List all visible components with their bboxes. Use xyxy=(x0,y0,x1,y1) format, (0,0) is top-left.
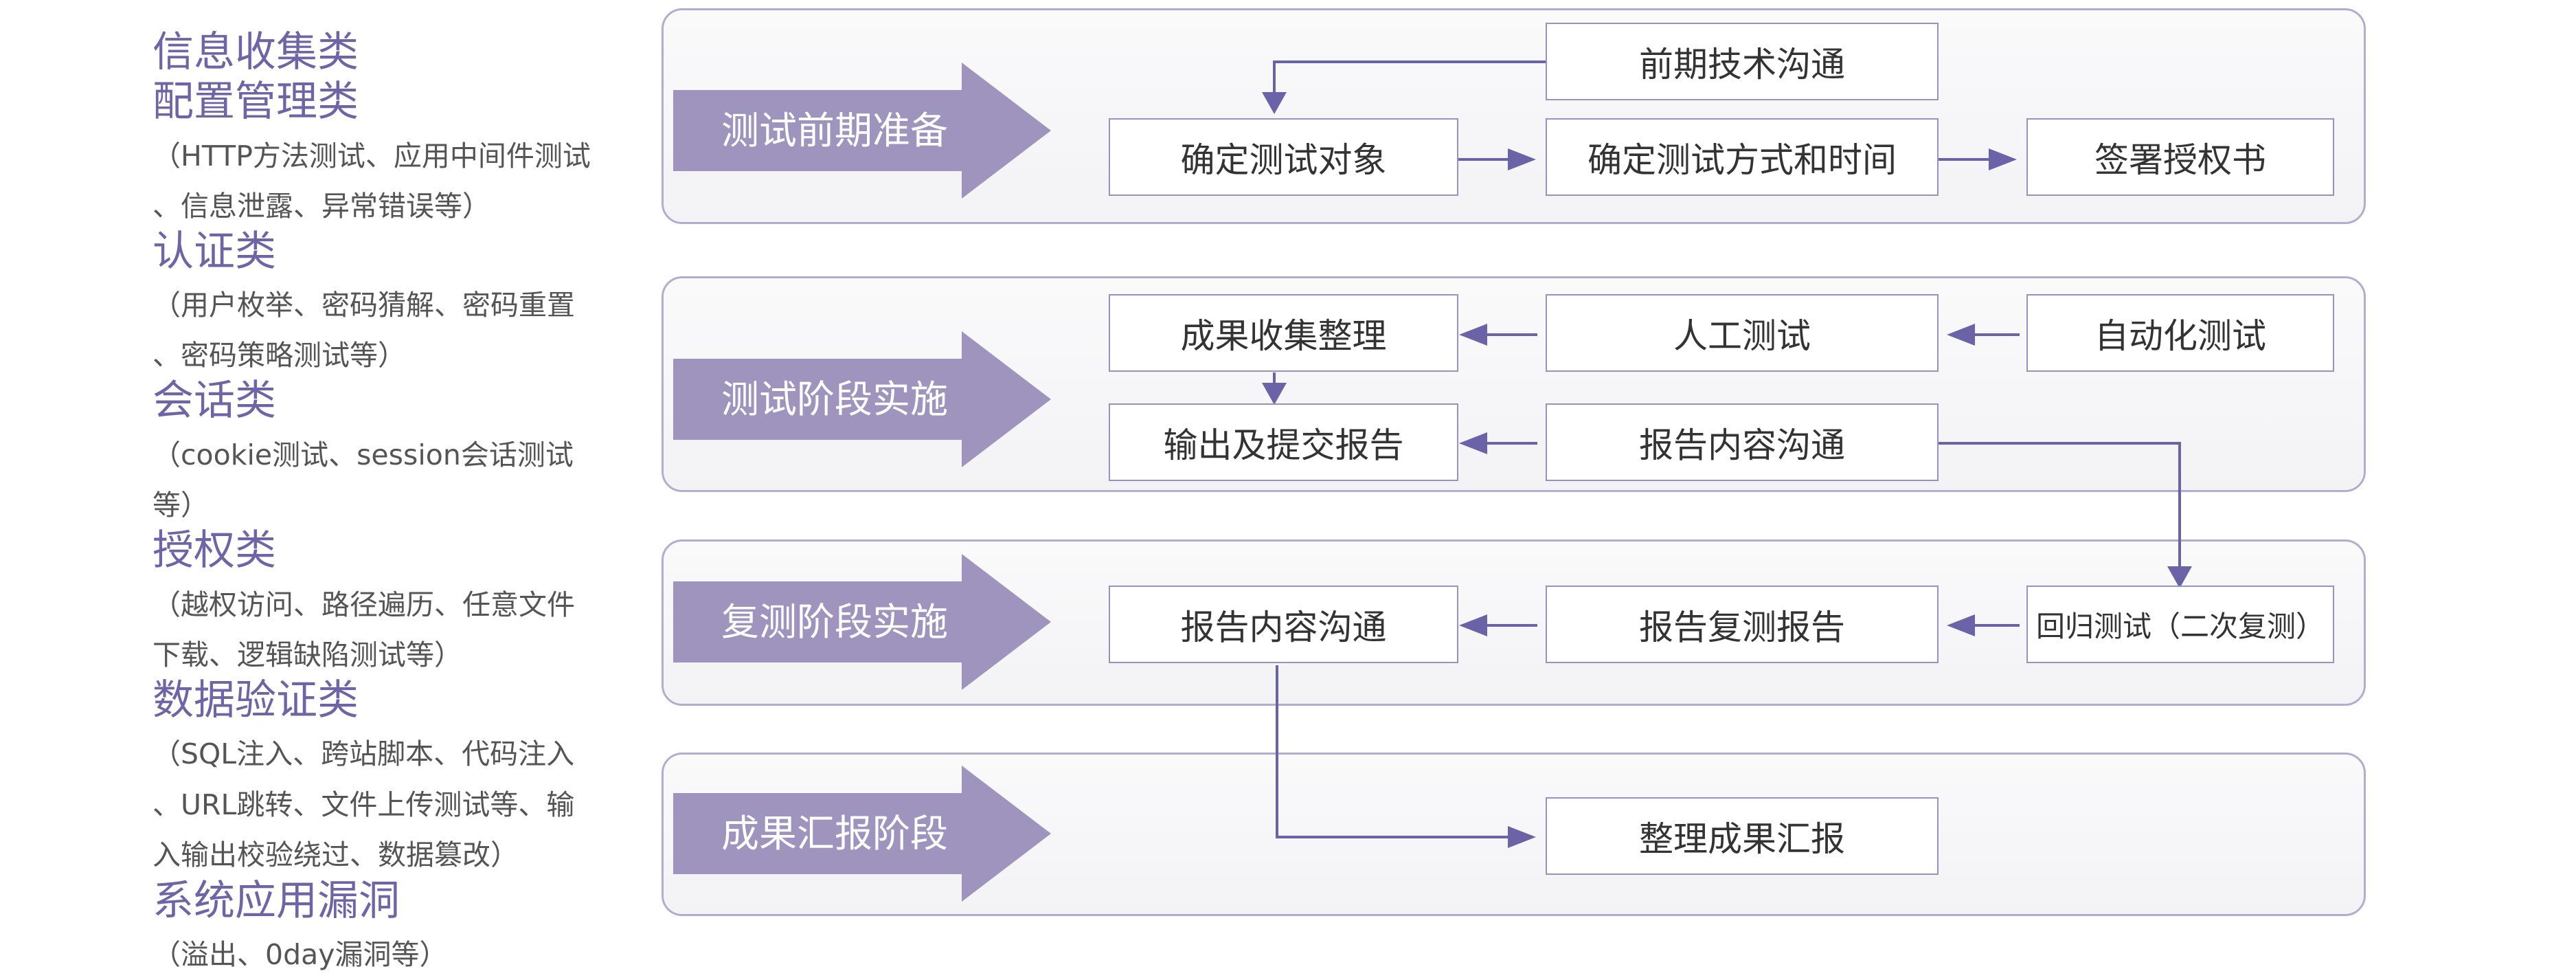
category-title: 数据验证类 xyxy=(152,676,359,724)
category-title: 会话类 xyxy=(152,377,276,425)
box-report-communication-retest: 报告内容沟通 xyxy=(1109,586,1458,663)
category-desc: 等） xyxy=(152,489,209,522)
category-desc: （SQL注入、跨站脚本、代码注入 xyxy=(152,737,575,770)
category-title: 授权类 xyxy=(152,526,276,575)
category-desc: （越权访问、路径遍历、任意文件 xyxy=(152,588,575,621)
box-final-report: 整理成果汇报 xyxy=(1546,797,1939,875)
stage-arrow-report xyxy=(673,766,1051,902)
box-retest-report: 报告复测报告 xyxy=(1546,586,1939,663)
stage-arrow-prep xyxy=(673,63,1051,199)
category-desc: 下载、逻辑缺陷测试等） xyxy=(152,638,462,671)
box-confirm-target: 确定测试对象 xyxy=(1109,118,1458,196)
arrowhead xyxy=(1947,324,1975,346)
arrowhead xyxy=(1947,614,1975,636)
box-manual-test: 人工测试 xyxy=(1546,294,1939,372)
stage-arrow-retest xyxy=(673,554,1051,690)
arrowhead xyxy=(2167,566,2192,588)
arrowhead xyxy=(1508,826,1536,848)
connector-comm-to-final xyxy=(1276,665,1511,838)
connector-comm-to-regression xyxy=(1939,442,2181,570)
category-title: 配置管理类 xyxy=(152,78,359,126)
stage-arrow-testing xyxy=(673,331,1051,467)
box-regression-test: 回归测试（二次复测） xyxy=(2026,586,2334,663)
category-desc: 、密码策略测试等） xyxy=(152,339,406,372)
box-sign-authorization: 签署授权书 xyxy=(2026,118,2334,196)
category-desc: （用户枚举、密码猜解、密码重置 xyxy=(152,289,575,322)
arrowhead xyxy=(1262,383,1287,405)
stage-label: 测试阶段实施 xyxy=(721,377,948,421)
stage-label: 成果汇报阶段 xyxy=(721,812,948,856)
arrowhead xyxy=(1989,148,2017,170)
arrowhead xyxy=(1459,614,1487,636)
category-desc: 、URL跳转、文件上传测试等、输 xyxy=(152,788,575,821)
arrowhead xyxy=(1459,432,1487,454)
box-report-communication: 报告内容沟通 xyxy=(1546,403,1939,481)
box-automated-test: 自动化测试 xyxy=(2026,294,2334,372)
category-desc: 、信息泄露、异常错误等） xyxy=(152,190,490,223)
arrowhead xyxy=(1459,324,1487,346)
stage-label: 复测阶段实施 xyxy=(721,600,948,644)
category-desc: （HTTP方法测试、应用中间件测试 xyxy=(152,140,591,172)
arrowhead xyxy=(1508,148,1536,170)
category-title: 信息收集类 xyxy=(152,28,359,76)
category-title: 系统应用漏洞 xyxy=(152,877,400,925)
connector-pre-to-target xyxy=(1273,60,1546,96)
category-desc: （溢出、0day漏洞等） xyxy=(152,938,448,971)
stage-label: 测试前期准备 xyxy=(721,109,948,153)
arrowhead xyxy=(1262,92,1287,114)
box-confirm-method: 确定测试方式和时间 xyxy=(1546,118,1939,196)
category-desc: （cookie测试、session会话测试 xyxy=(152,438,574,471)
box-output-report: 输出及提交报告 xyxy=(1109,403,1458,481)
box-collect-results: 成果收集整理 xyxy=(1109,294,1458,372)
box-pre-communication: 前期技术沟通 xyxy=(1546,23,1939,100)
category-desc: 入输出校验绕过、数据篡改） xyxy=(152,838,519,871)
category-title: 认证类 xyxy=(152,227,276,276)
